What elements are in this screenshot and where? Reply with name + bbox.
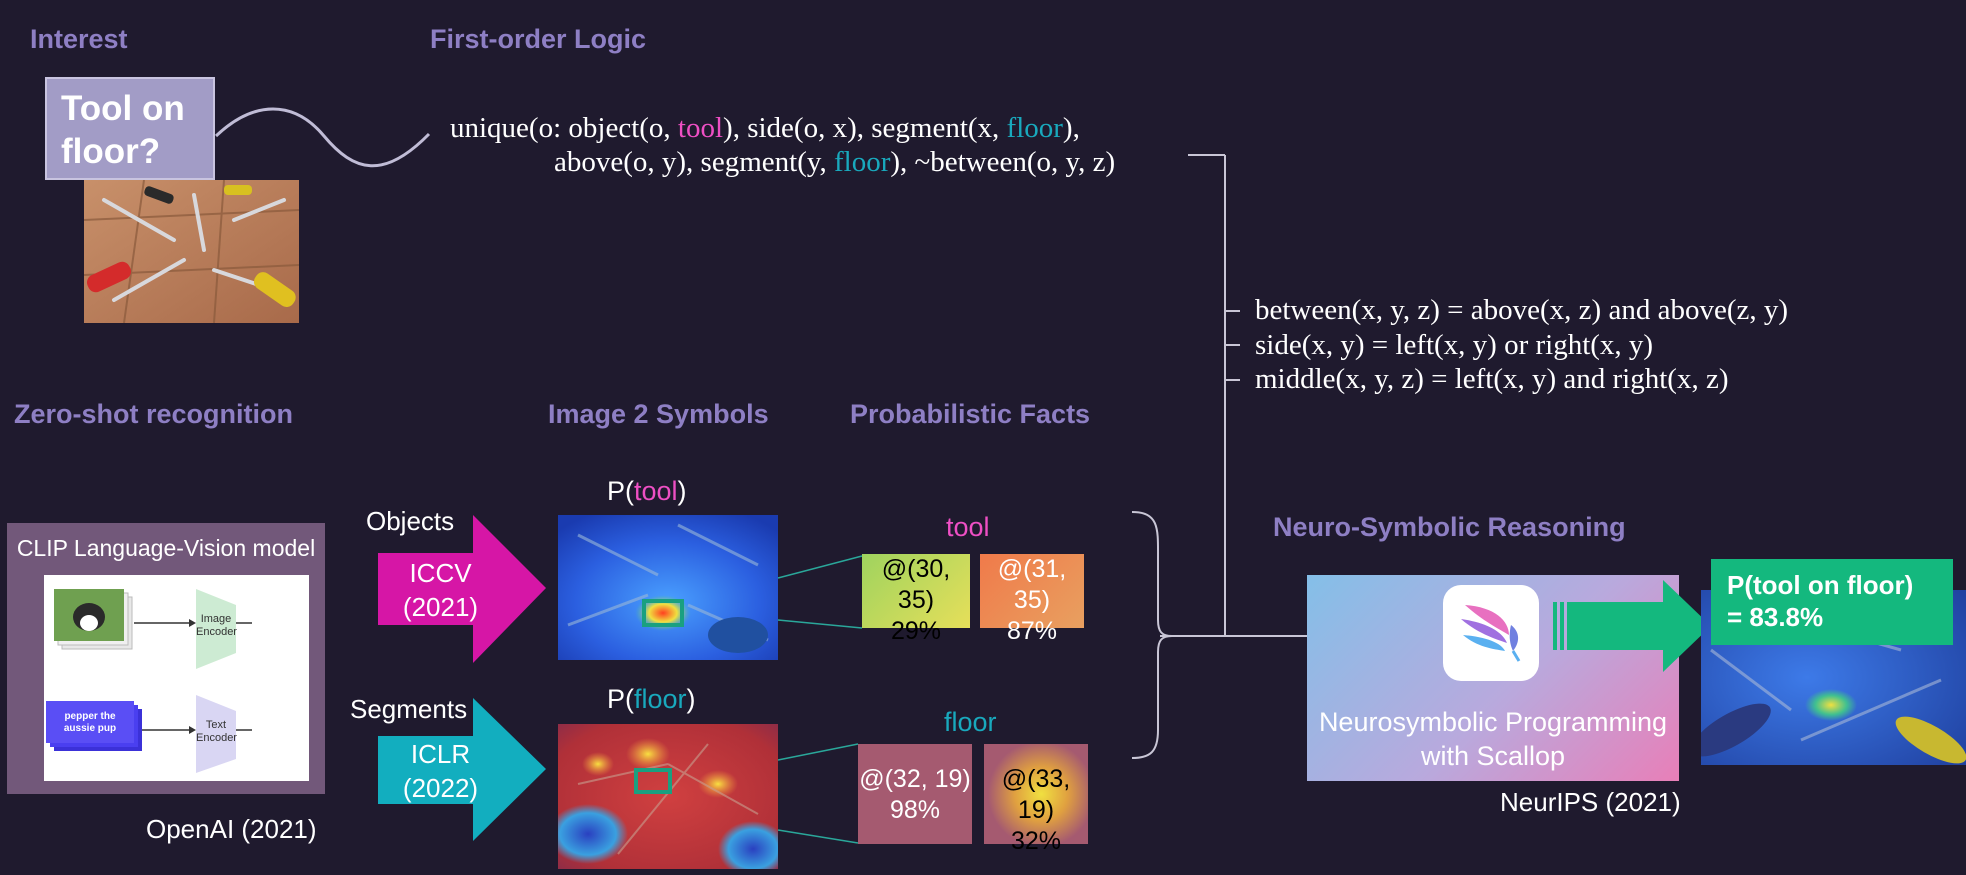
fact-tool-2: @(31, 35)87% [980,554,1084,645]
fact-floor-1: @(32, 19)98% [858,744,972,844]
rules-list: between(x, y, z) = above(x, z) and above… [1255,293,1788,397]
iclr-arrow [378,698,546,841]
fact-tool-1: @(30, 35)29% [862,554,970,645]
fact-tool-label: tool [946,512,990,542]
neurips-credit: NeurIPS (2021) [1500,787,1681,817]
clip-title: CLIP Language-Vision model [16,535,316,561]
openai-credit: OpenAI (2021) [146,814,317,844]
iccv-label: ICCV(2021) [402,558,479,622]
logic-floor-term: floor [1006,112,1063,144]
first-order-logic-heading: First-order Logic [430,24,647,54]
neuro-symbolic-heading: Neuro-Symbolic Reasoning [1273,512,1626,542]
result-box: P(tool on floor) = 83.8% [1711,559,1953,645]
wave-connector [214,107,431,168]
scallop-logo [1443,585,1539,681]
question-line-1: Tool on [61,89,185,128]
iccv-arrow [378,515,546,663]
fact-floor-2: @(33, 19)32% [984,744,1088,855]
result-line-2: = 83.8% [1727,602,1824,632]
question-box: Tool on floor? [45,77,215,180]
rule-middle: middle(x, y, z) = left(x, y) and right(x… [1255,363,1729,395]
prob-facts-heading: Probabilistic Facts [850,399,1091,429]
logic-floor-term-2: floor [833,146,891,178]
interest-heading: Interest [30,24,128,54]
tools-photo [84,180,299,323]
iclr-label: ICLR(2022) [402,739,479,803]
segments-label: Segments [350,694,468,724]
zero-shot-heading: Zero-shot recognition [14,399,293,429]
rule-between: between(x, y, z) = above(x, z) and above… [1255,294,1789,326]
p-tool-label: P(tool) [607,476,687,506]
question-line-2: floor? [61,132,161,171]
result-line-1: P(tool on floor) [1727,570,1914,600]
tool-heatmap [558,515,778,660]
rule-side: side(x, y) = left(x, y) or right(x, y) [1255,328,1654,361]
fact-floor-label: floor [944,707,997,737]
floor-heatmap [558,724,778,869]
logic-line-1: unique(o: object(o, tool), side(o, x), s… [450,112,1080,144]
image2symbols-heading: Image 2 Symbols [548,399,769,429]
logic-tool-term: tool [677,112,724,144]
logic-line-2: above(o, y), segment(y, floor), ~between… [554,146,1116,178]
p-floor-label: P(floor) [607,684,696,714]
objects-label: Objects [366,506,455,536]
result-arrow [1553,580,1711,672]
